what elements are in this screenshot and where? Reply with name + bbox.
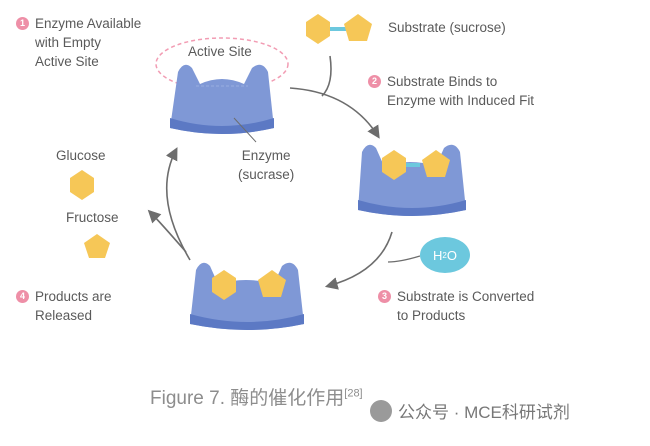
fructose-pentagon-icon (344, 14, 372, 41)
product-pentagon-icon (258, 270, 286, 297)
bound-pentagon-icon (422, 150, 450, 177)
active-site-label: Active Site (188, 44, 252, 59)
figure-caption: Figure 7. 酶的催化作用[28] (150, 387, 363, 409)
product-hexagon-icon (212, 270, 236, 300)
arrow-conversion (324, 231, 393, 290)
fructose-icon (84, 234, 110, 258)
fructose-label: Fructose (66, 210, 119, 225)
step-3-badge: 3 (378, 290, 391, 303)
enzyme-with-substrate (358, 144, 466, 216)
step-3-label: 3 Substrate is Converted to Products (378, 287, 534, 325)
substrate-sucrose (306, 14, 372, 44)
step-4-badge: 4 (16, 290, 29, 303)
arrow-substrate-down (321, 55, 332, 97)
arrow-release (147, 209, 187, 253)
wechat-logo-icon (370, 399, 392, 422)
glucose-icon (70, 170, 94, 200)
step-2-label: 2 Substrate Binds to Enzyme with Induced… (368, 72, 534, 110)
bound-hexagon-icon (382, 150, 406, 180)
arrow-regenerate (165, 147, 191, 261)
step-2-badge: 2 (368, 75, 381, 88)
enzyme-with-products (190, 262, 304, 330)
step-1-badge: 1 (16, 17, 29, 30)
step-1-label: 1 Enzyme Available with Empty Active Sit… (16, 14, 141, 71)
enzyme-label: Enzyme (sucrase) (238, 148, 295, 182)
glucose-label: Glucose (56, 148, 106, 163)
watermark: 公众号 · MCE科研试剂 (370, 398, 570, 423)
substrate-label: Substrate (sucrose) (388, 20, 506, 35)
step-4-label: 4 Products are Released (16, 287, 112, 325)
glucose-hexagon-icon (306, 14, 330, 44)
active-site-outline (155, 37, 289, 91)
arrow-binding (289, 87, 380, 139)
enzyme-empty (170, 64, 274, 134)
arrow-water (387, 255, 421, 263)
